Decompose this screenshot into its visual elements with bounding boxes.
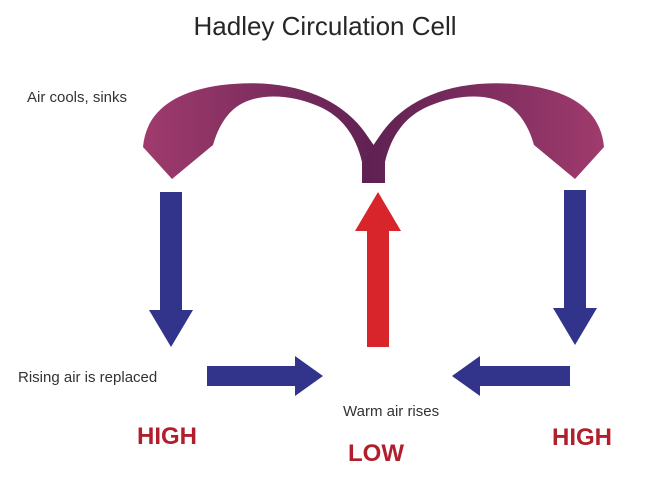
arch-arrow-left [143,83,385,183]
sinking-air-arrow-right [553,190,597,345]
sinking-air-arrow-left [149,192,193,347]
pressure-label-high-left: HIGH [137,423,197,450]
surface-flow-arrow-left [207,356,323,396]
pressure-label-low: LOW [348,440,404,467]
arch-arrow-right [362,83,604,183]
rising-air-arrow [355,192,401,347]
page-title: Hadley Circulation Cell [193,11,457,41]
label-air-cools-sinks: Air cools, sinks [27,89,128,106]
label-rising-air-replaced: Rising air is replaced [18,369,158,386]
surface-flow-arrow-right [452,356,570,396]
label-warm-air-rises: Warm air rises [343,403,440,420]
pressure-label-high-right: HIGH [552,424,612,451]
